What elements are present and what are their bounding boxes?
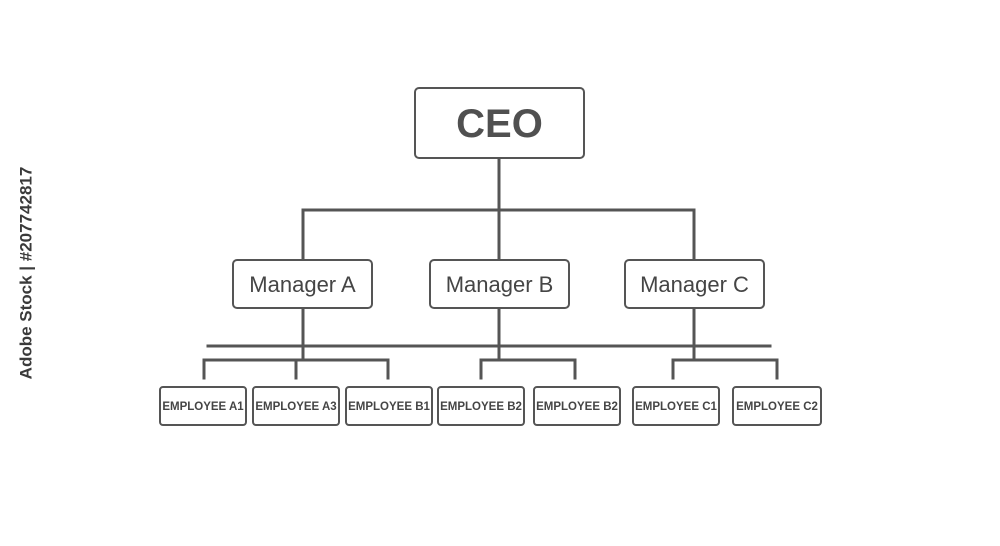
employee-label: EMPLOYEE C1 [635,401,717,413]
employee-node-a1: EMPLOYEE A1 [159,386,247,426]
employee-node-c1: EMPLOYEE C1 [632,386,720,426]
employee-label: EMPLOYEE B2 [440,401,522,413]
connector-lines [202,156,779,380]
manager-label: Manager A [249,272,356,297]
employee-node-b2-first: EMPLOYEE B2 [437,386,525,426]
manager-node-c: Manager C [624,259,765,309]
ceo-node: CEO [414,87,585,159]
manager-label: Manager B [446,272,554,297]
ceo-label: CEO [456,102,543,146]
stock-watermark: Adobe Stock | #207742817 [14,0,38,546]
employee-node-b1: EMPLOYEE B1 [345,386,433,426]
employee-label: EMPLOYEE C2 [736,401,818,413]
employee-node-b2-second: EMPLOYEE B2 [533,386,621,426]
manager-label: Manager C [640,272,749,297]
employee-label: EMPLOYEE A1 [162,401,244,413]
manager-node-a: Manager A [232,259,373,309]
watermark-text: Adobe Stock | #207742817 [16,166,35,380]
employee-label: EMPLOYEE A3 [255,401,336,413]
employee-label: EMPLOYEE B2 [536,401,618,413]
employee-node-a3: EMPLOYEE A3 [252,386,340,426]
manager-node-b: Manager B [429,259,570,309]
employee-node-c2: EMPLOYEE C2 [732,386,822,426]
employee-label: EMPLOYEE B1 [348,401,430,413]
